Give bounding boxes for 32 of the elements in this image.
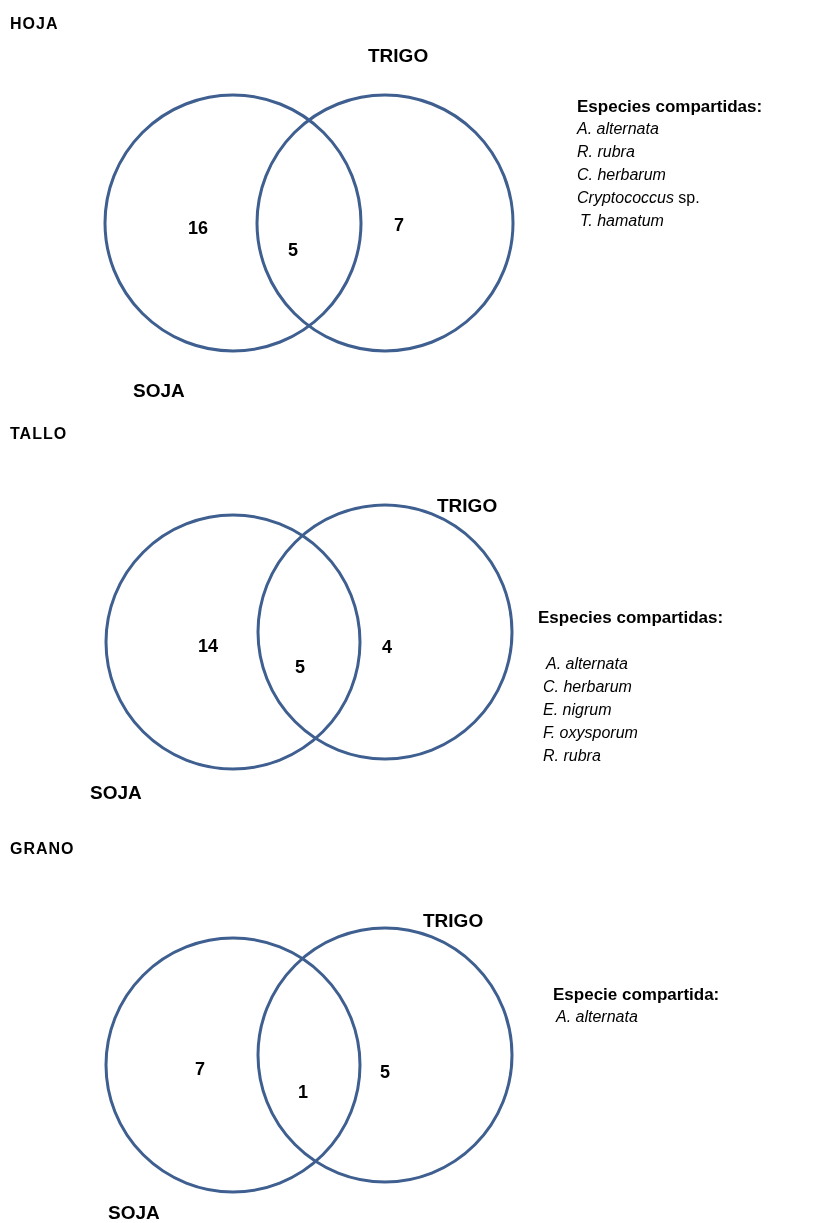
section-title: TALLO <box>10 425 68 443</box>
count-label: 4 <box>382 636 392 658</box>
count-label: 5 <box>288 240 298 261</box>
count-label: 16 <box>188 217 208 239</box>
species-name: R. rubra <box>543 747 601 765</box>
set-label: TRIGO <box>368 45 429 67</box>
species-name: A. alternata <box>556 1008 638 1026</box>
set-label: TRIGO <box>423 910 484 932</box>
list-heading: Especies compartidas: <box>577 97 763 117</box>
set-label: SOJA <box>108 1202 160 1223</box>
count-label: 7 <box>394 214 404 236</box>
section-title: HOJA <box>10 15 59 33</box>
set-label: SOJA <box>133 380 185 402</box>
species-name: E. nigrum <box>543 701 612 719</box>
species-name: Cryptococcus sp. <box>577 189 700 207</box>
count-label: 14 <box>198 635 218 657</box>
count-label: 1 <box>298 1082 308 1103</box>
species-name: F. oxysporum <box>543 724 638 742</box>
set-label: SOJA <box>90 782 142 804</box>
species-name: A. alternata <box>577 120 659 138</box>
species-name: C. herbarum <box>577 166 666 184</box>
species-name: T. hamatum <box>580 212 664 230</box>
species-name: C. herbarum <box>543 678 632 696</box>
count-label: 5 <box>295 657 305 678</box>
section-title: GRANO <box>10 840 75 858</box>
count-label: 7 <box>195 1058 205 1080</box>
count-label: 5 <box>380 1061 390 1083</box>
list-heading: Especie compartida: <box>553 985 720 1005</box>
species-name: R. rubra <box>577 143 635 161</box>
set-label: TRIGO <box>437 495 498 517</box>
list-heading: Especies compartidas: <box>538 608 724 628</box>
species-name: A. alternata <box>546 655 628 673</box>
